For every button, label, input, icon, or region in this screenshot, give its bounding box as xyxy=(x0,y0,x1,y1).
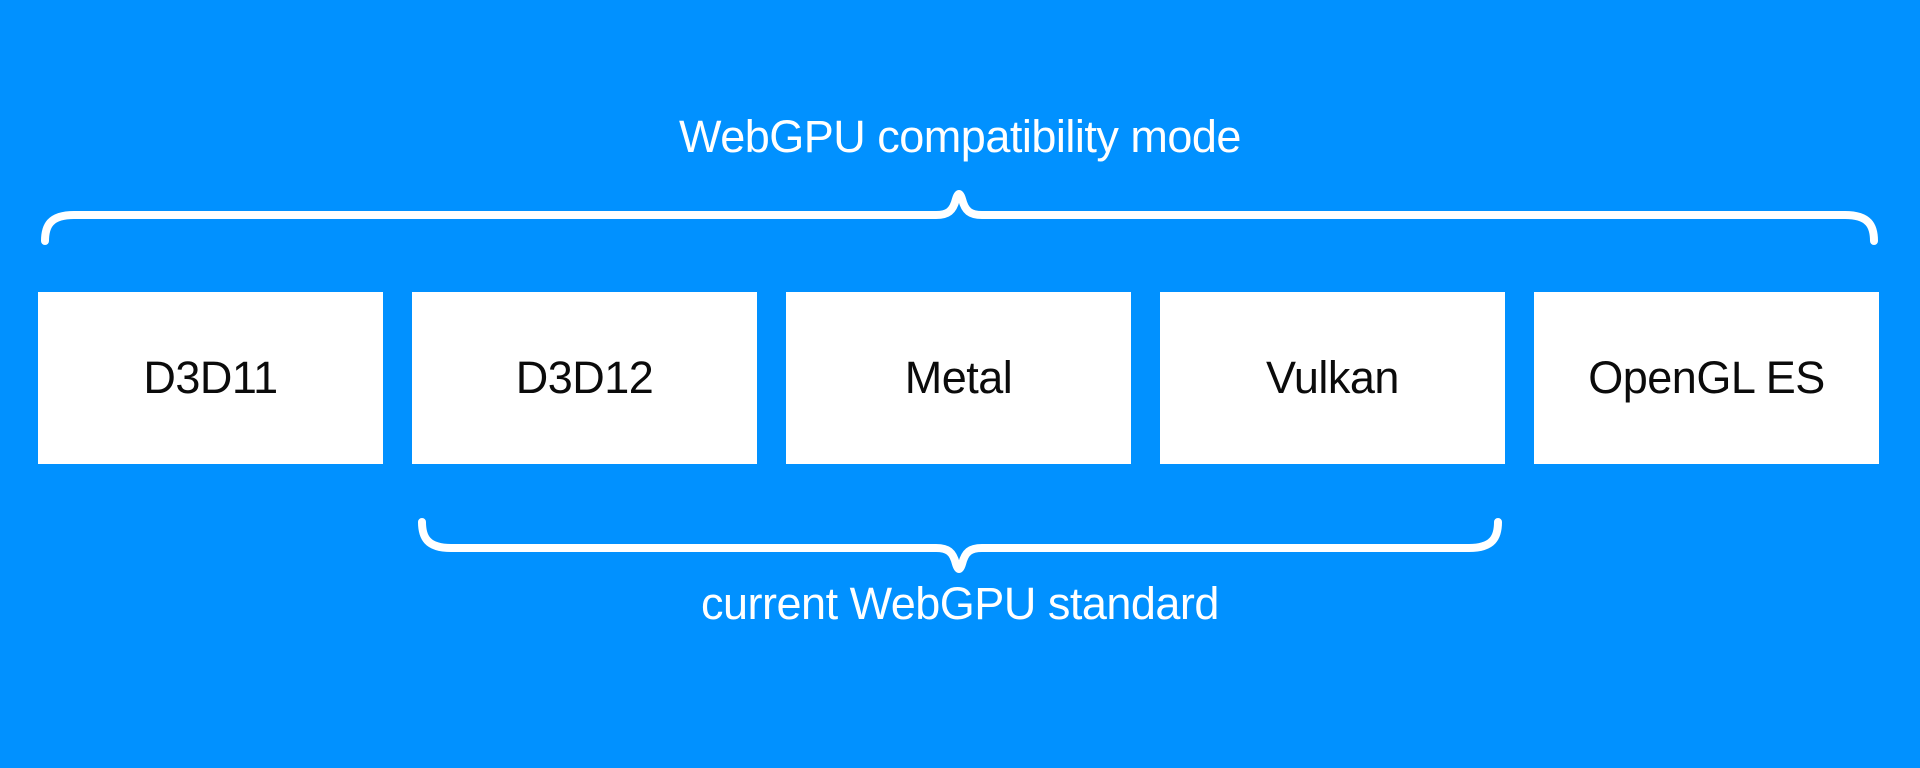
api-box-metal: Metal xyxy=(786,292,1131,464)
top-brace-icon xyxy=(41,190,1878,245)
api-box-label: Metal xyxy=(904,352,1013,403)
api-box-label: OpenGL ES xyxy=(1588,352,1825,403)
api-box-label: Vulkan xyxy=(1266,352,1399,403)
api-box-label: D3D12 xyxy=(515,352,654,403)
api-box-label: D3D11 xyxy=(143,352,278,403)
api-box-row: D3D11 D3D12 Metal Vulkan OpenGL ES xyxy=(38,292,1879,464)
bottom-brace-icon xyxy=(418,518,1502,573)
api-box-opengl-es: OpenGL ES xyxy=(1534,292,1879,464)
top-brace-label: WebGPU compatibility mode xyxy=(679,111,1241,162)
bottom-brace-label: current WebGPU standard xyxy=(701,578,1219,629)
api-box-d3d12: D3D12 xyxy=(412,292,757,464)
api-box-vulkan: Vulkan xyxy=(1160,292,1505,464)
api-box-d3d11: D3D11 xyxy=(38,292,383,464)
